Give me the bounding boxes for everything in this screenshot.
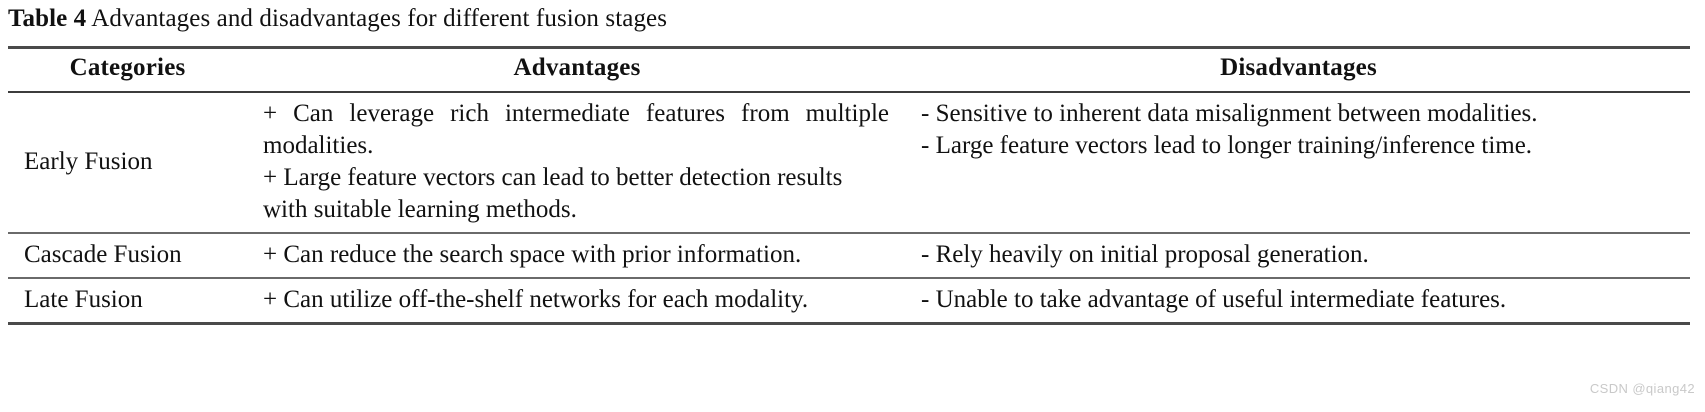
disadvantage-item: - Rely heavily on initial proposal gener… <box>921 241 1369 268</box>
table-bottom-rule <box>8 322 247 326</box>
advantage-item: + Can reduce the search space with prior… <box>263 241 802 268</box>
disadvantage-item: - Large feature vectors lead to longer t… <box>921 132 1533 159</box>
table-bottom-rule <box>247 322 907 326</box>
row-disadvantages-early-fusion: - Sensitive to inherent data misalignmen… <box>907 91 1690 233</box>
watermark: CSDN @qiang42 <box>1589 381 1695 396</box>
advantage-item: + Can leverage rich intermediate feature… <box>263 100 889 159</box>
table-body: Early Fusion + Can leverage rich interme… <box>8 91 1690 326</box>
row-disadvantages-late-fusion: - Unable to take advantage of useful int… <box>907 277 1690 324</box>
row-category-late-fusion: Late Fusion <box>8 277 247 324</box>
row-advantages-late-fusion: + Can utilize off-the-shelf networks for… <box>247 277 907 324</box>
table-header: Categories Advantages Disadvantages <box>8 46 1690 92</box>
table-row: Late Fusion + Can utilize off-the-shelf … <box>8 277 1690 324</box>
table-header-row: Categories Advantages Disadvantages <box>8 46 1690 92</box>
table-bottom-rule-row <box>8 322 1690 326</box>
table-row: Early Fusion + Can leverage rich interme… <box>8 91 1690 233</box>
disadvantage-item: - Sensitive to inherent data misalignmen… <box>921 100 1538 127</box>
table-caption-text: Advantages and disadvantages for differe… <box>91 5 668 32</box>
column-header-categories: Categories <box>8 46 247 92</box>
row-advantages-early-fusion: + Can leverage rich intermediate feature… <box>247 91 907 233</box>
fusion-stages-table: Categories Advantages Disadvantages Earl… <box>8 46 1690 326</box>
table-bottom-rule <box>907 322 1690 326</box>
table-caption-label: Table 4 <box>8 5 87 32</box>
row-category-early-fusion: Early Fusion <box>8 91 247 233</box>
column-header-advantages: Advantages <box>247 46 907 92</box>
row-advantages-cascade-fusion: + Can reduce the search space with prior… <box>247 232 907 278</box>
table-container: Categories Advantages Disadvantages Earl… <box>8 46 1690 326</box>
column-header-disadvantages: Disadvantages <box>907 46 1690 92</box>
table-row: Cascade Fusion + Can reduce the search s… <box>8 232 1690 278</box>
row-disadvantages-cascade-fusion: - Rely heavily on initial proposal gener… <box>907 232 1690 278</box>
row-category-cascade-fusion: Cascade Fusion <box>8 232 247 278</box>
table-caption: Table 4 Advantages and disadvantages for… <box>8 2 667 36</box>
advantage-item: + Can utilize off-the-shelf networks for… <box>263 286 809 313</box>
disadvantage-item: - Unable to take advantage of useful int… <box>921 286 1507 313</box>
advantage-item: + Large feature vectors can lead to bett… <box>263 164 843 223</box>
